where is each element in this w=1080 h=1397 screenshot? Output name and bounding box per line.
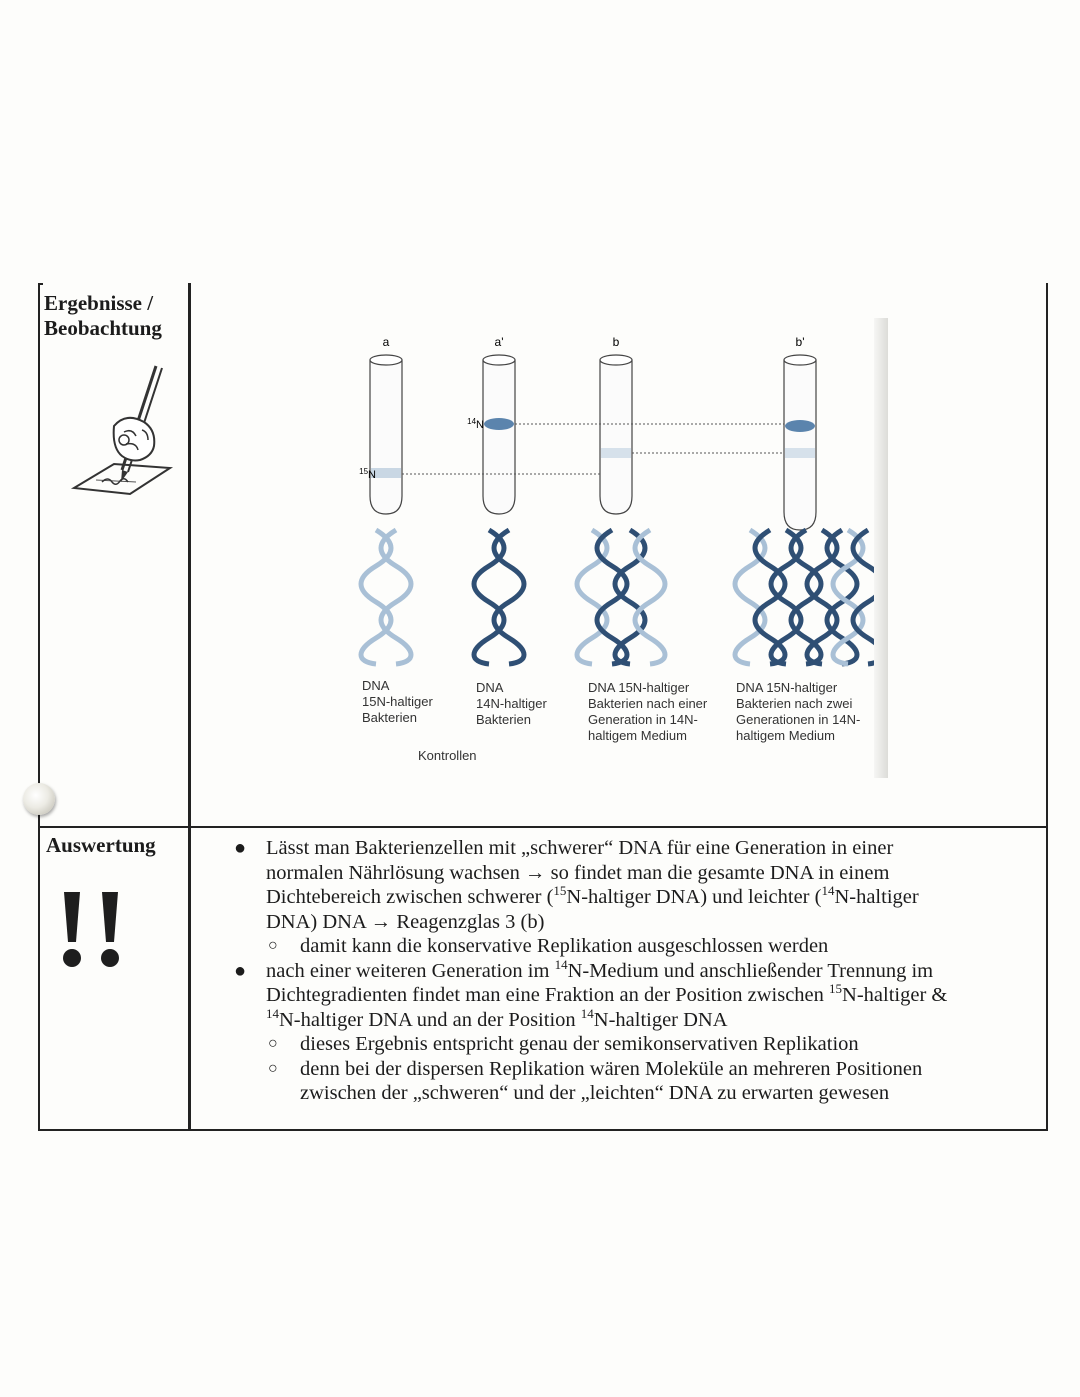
caption-b-line2: Bakterien nach einer: [588, 696, 708, 711]
caption-a-line3: Bakterien: [362, 710, 417, 725]
text-line: normalen Nährlösung wachsen → so findet …: [266, 861, 1028, 886]
band-14n: [484, 418, 514, 430]
list-item: ● nach einer weiteren Generation im 14N-…: [228, 959, 1028, 1033]
table-top-stub: [38, 283, 43, 285]
row-label-results: Ergebnisse / Beobachtung: [44, 291, 162, 341]
circle-bullet-icon: ○: [268, 1057, 278, 1082]
caption-b-line3: Generation in 14N-: [588, 712, 698, 727]
text-line: denn bei der dispersen Replikation wären…: [300, 1057, 1028, 1082]
caption-b-prime-line1: DNA 15N-haltiger: [736, 680, 838, 695]
caption-b-line1: DNA 15N-haltiger: [588, 680, 690, 695]
band-14n-b-prime: [785, 420, 815, 432]
circle-bullet-icon: ○: [268, 1032, 278, 1057]
tube-letter-a: a: [383, 335, 390, 349]
controls-label: Kontrollen: [418, 748, 477, 763]
caption-b-line4: haltigem Medium: [588, 728, 687, 743]
table-right-border: [1046, 283, 1048, 1131]
text-line: 14N-haltiger DNA und an der Position 14N…: [266, 1008, 1028, 1033]
caption-b: DNA 15N-haltiger Bakterien nach einer Ge…: [588, 680, 708, 743]
test-tube-a-prime: [483, 355, 515, 514]
caption-a-prime-line2: 14N-haltiger: [476, 696, 547, 711]
exclamation-marks-icon: [54, 884, 134, 974]
sub-list-item: ○ dieses Ergebnis entspricht genau der s…: [228, 1032, 1028, 1057]
text-line: damit kann die konservative Replikation …: [300, 934, 1028, 959]
caption-a-line1: DNA: [362, 678, 390, 693]
row-label-results-line1: Ergebnisse /: [44, 291, 162, 316]
text-line: dieses Ergebnis entspricht genau der sem…: [300, 1032, 1028, 1057]
tube-letter-b: b: [613, 335, 620, 349]
writing-hand-icon: [66, 360, 176, 500]
sub-list-item: ○ denn bei der dispersen Replikation wär…: [228, 1057, 1028, 1106]
text-line: Lässt man Bakterienzellen mit „schwerer“…: [266, 836, 1028, 861]
caption-a: DNA 15N-haltiger Bakterien: [362, 678, 433, 725]
evaluation-text: ● Lässt man Bakterienzellen mit „schwere…: [228, 836, 1028, 1106]
band-hybrid: [601, 448, 631, 458]
dna-helix-b-2: [615, 530, 665, 664]
row-label-results-line2: Beobachtung: [44, 316, 162, 341]
text-line: nach einer weiteren Generation im 14N-Me…: [266, 959, 1028, 984]
label-15n: 15N: [359, 467, 376, 481]
caption-a-prime-line1: DNA: [476, 680, 504, 695]
text-line: DNA) DNA → Reagenzglas 3 (b): [266, 910, 1028, 935]
dna-helix-a: [361, 530, 411, 664]
test-tube-b-prime: [784, 355, 816, 530]
caption-b-prime: DNA 15N-haltiger Bakterien nach zwei Gen…: [736, 680, 860, 743]
caption-a-prime-line3: Bakterien: [476, 712, 531, 727]
tube-letter-b-prime: b': [796, 335, 805, 349]
bullet-icon: ●: [234, 836, 246, 861]
density-gradient-figure: a a' b b': [196, 318, 896, 788]
band-hybrid-b-prime: [785, 448, 815, 458]
text-line: Dichtebereich zwischen schwerer (15N-hal…: [266, 885, 1028, 910]
caption-a-prime: DNA 14N-haltiger Bakterien: [476, 680, 547, 727]
caption-a-line2: 15N-haltiger: [362, 694, 433, 709]
text-line: zwischen der „schweren“ und der „leichte…: [300, 1081, 1028, 1106]
list-item: ● Lässt man Bakterienzellen mit „schwere…: [228, 836, 1028, 934]
test-tube-b: [600, 355, 632, 514]
table-bottom-border: [38, 1129, 1048, 1131]
text-line: Dichtegradienten findet man eine Fraktio…: [266, 983, 1028, 1008]
table-left-border: [38, 283, 40, 1131]
bullet-icon: ●: [234, 959, 246, 984]
sub-list-item: ○ damit kann die konservative Replikatio…: [228, 934, 1028, 959]
dna-helix-a-prime: [474, 530, 524, 664]
circle-bullet-icon: ○: [268, 934, 278, 959]
table-row-divider: [38, 826, 1048, 828]
push-pin: [23, 783, 55, 815]
row-label-evaluation: Auswertung: [46, 833, 156, 858]
caption-b-prime-line3: Generationen in 14N-: [736, 712, 860, 727]
tube-letter-a-prime: a': [495, 335, 504, 349]
caption-b-prime-line4: haltigem Medium: [736, 728, 835, 743]
test-tube-a: [370, 355, 402, 514]
caption-b-prime-line2: Bakterien nach zwei: [736, 696, 852, 711]
table-column-divider: [188, 283, 191, 1131]
label-14n: 14N: [467, 417, 484, 431]
dna-helix-b-prime-3: [807, 530, 857, 664]
figure-edge-shadow: [874, 318, 888, 778]
